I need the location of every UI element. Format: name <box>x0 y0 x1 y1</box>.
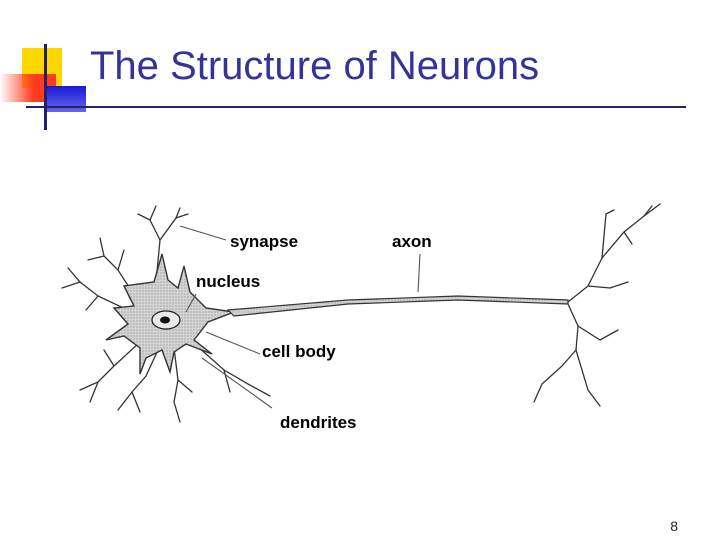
decor-vertical-line <box>44 44 47 130</box>
dendrites <box>61 205 271 423</box>
title-underline <box>26 106 686 108</box>
label-dendrites: dendrites <box>280 413 357 432</box>
label-cell-body: cell body <box>262 342 336 361</box>
leader-lines <box>179 225 421 409</box>
axon-terminals <box>533 203 661 407</box>
label-synapse: synapse <box>230 232 298 251</box>
label-nucleus: nucleus <box>196 272 260 291</box>
page-number: 8 <box>670 518 678 534</box>
slide-title: The Structure of Neurons <box>90 44 540 88</box>
label-axon: axon <box>392 232 432 251</box>
neuron-diagram: synapse axon nucleus cell body dendrites <box>28 170 692 440</box>
nucleus-shape <box>151 310 181 330</box>
decor-blue-square <box>46 86 86 112</box>
